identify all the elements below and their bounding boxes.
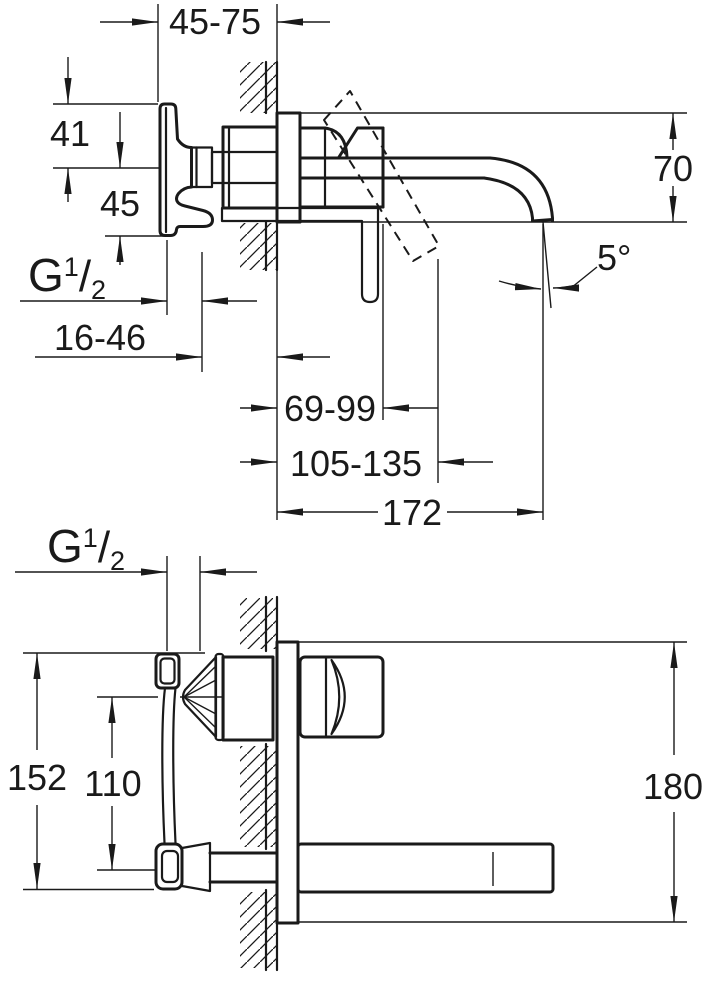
rough-in-body [158,102,279,237]
bracket-arm-left-edge [161,686,167,845]
dim-spout-reach: 172 [277,224,544,533]
dim-thread-side: G1/2 [20,240,257,372]
dim-port-spacing: 110 [84,696,158,871]
union-nut-shape [221,125,279,210]
dim-handle-projection: 105-135 [240,259,493,484]
dim-overall-height: 180 [298,641,703,923]
handle-knob-front [298,655,385,739]
wall-section-upper [240,60,279,115]
dim-lower-offset-label: 45 [100,183,140,224]
dim-wall-finish-range: 16-46 [35,317,330,361]
dim-spout-angle: 5° [498,221,631,309]
handle-open-position-outline [323,90,440,262]
lower-cone-shape [180,841,212,893]
wall-plate-side-shape [275,111,302,224]
dim-port-spacing-label: 110 [84,763,141,804]
dim-spout-drop-label: 70 [653,148,693,189]
spout-side [298,156,554,223]
inlet-pipe-shape [210,150,225,185]
mounting-bracket-front [154,652,279,893]
lever-handle-shape [220,206,380,304]
dim-thread-front: G1/2 [15,520,257,651]
bracket-arm-right-edge [172,686,177,845]
dim-wall-finish-range-label: 16-46 [54,317,146,358]
connection-stem-shape [190,146,214,189]
serrated-cone-shape [181,655,218,739]
spout-front [296,842,555,894]
front-view: G1/2 152 110 180 [7,520,703,972]
wall-section-front [240,595,279,972]
knob-crescent-highlight [330,658,346,736]
wall-plate-front-shape [275,640,300,925]
dim-spout-drop: 70 [277,112,693,223]
dim-upper-offset: 41 [50,57,160,202]
dim-overall-height-label: 180 [643,766,703,807]
dim-rough-in-depth: 45-75 [100,1,330,102]
dim-body-projection-label: 69-99 [284,388,376,429]
side-view: 45-75 41 45 G1/2 [20,1,693,533]
dim-bracket-height: 152 [7,652,205,891]
wall-union-flange-shape [158,102,214,237]
dim-handle-projection-label: 105-135 [290,443,422,484]
thread-label-side: G1/2 [28,249,106,305]
upper-port-nut-shape [154,652,181,690]
dim-lower-offset: 45 [100,112,168,265]
dim-rough-in-depth-label: 45-75 [169,1,261,42]
dim-upper-offset-label: 41 [50,113,90,154]
dim-spout-reach-label: 172 [382,492,442,533]
mixer-body-side [298,111,385,224]
dim-bracket-height-label: 152 [7,757,67,798]
body-block-shape [221,655,275,742]
cartridge-dome-arc [323,126,349,159]
dim-body-projection: 69-99 [240,224,438,429]
wall-section-lower [240,220,279,272]
dim-spout-angle-label: 5° [597,237,631,278]
thread-label-front: G1/2 [47,520,125,576]
